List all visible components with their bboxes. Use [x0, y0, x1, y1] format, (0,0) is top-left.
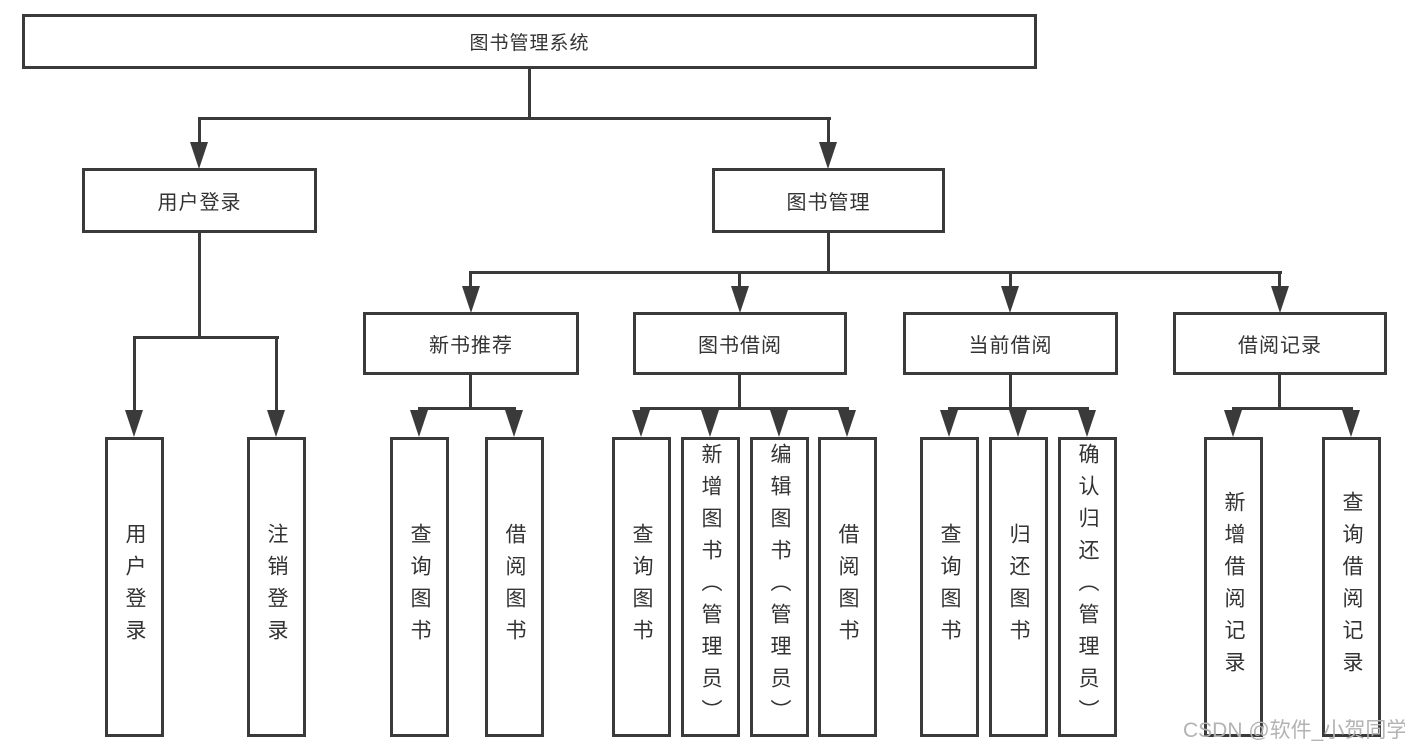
connector-records-rail: [1232, 407, 1353, 410]
arrowhead-bookmgmt-icon: [819, 142, 837, 169]
connector-level3-drop: [1009, 274, 1012, 287]
node-leaf-add-borrow-record: 新增借阅记录: [1204, 437, 1263, 737]
node-leaf-query-books-recommend-label: 查询图书: [408, 523, 431, 651]
node-leaf-edit-books-admin: 编辑图书（管理员）: [750, 437, 809, 737]
connector-leaf-drop: [275, 339, 278, 413]
node-leaf-query-books-current: 查询图书: [920, 437, 979, 737]
arrowhead-leaf-icon: [410, 410, 428, 437]
connector-level2-rail: [198, 117, 831, 120]
connector-level3-drop: [469, 274, 472, 287]
node-leaf-borrow-books-recommend: 借阅图书: [485, 437, 544, 737]
node-leaf-borrow-books: 借阅图书: [818, 437, 877, 737]
node-leaf-add-borrow-record-label: 新增借阅记录: [1222, 491, 1245, 683]
arrowhead-level3-icon: [462, 286, 480, 313]
arrowhead-level3-icon: [1001, 286, 1019, 313]
node-book-borrowing: 图书借阅: [633, 312, 847, 375]
node-borrow-records: 借阅记录: [1173, 312, 1387, 375]
arrowhead-leaf-icon: [1009, 410, 1027, 437]
connector-bookborrow-rail: [640, 407, 849, 410]
arrowhead-leaf-icon: [267, 410, 285, 437]
arrowhead-leaf-icon: [940, 410, 958, 437]
connector-bookborrow-stem: [738, 375, 741, 410]
node-current-borrowing-label: 当前借阅: [968, 335, 1053, 357]
connector-leaf-drop: [133, 339, 136, 413]
connector-newbook-stem: [469, 375, 472, 410]
connector-level3-drop: [738, 274, 741, 287]
arrowhead-leaf-icon: [1078, 410, 1096, 437]
node-leaf-add-books-admin: 新增图书（管理员）: [681, 437, 740, 737]
arrowhead-leaf-icon: [632, 410, 650, 437]
arrowhead-userlogin-icon: [190, 142, 208, 169]
node-leaf-return-books: 归还图书: [989, 437, 1048, 737]
node-library-system: 图书管理系统: [22, 14, 1037, 69]
connector-records-stem: [1278, 375, 1281, 410]
arrowhead-leaf-icon: [770, 410, 788, 437]
arrowhead-leaf-icon: [838, 410, 856, 437]
node-new-book-recommend-label: 新书推荐: [429, 335, 513, 357]
node-leaf-query-books-borrow-label: 查询图书: [630, 523, 653, 651]
connector-userlogin-rail: [133, 336, 279, 339]
connector-userlogin-drop: [198, 120, 201, 144]
node-leaf-borrow-books-recommend-label: 借阅图书: [503, 523, 526, 651]
connector-newbook-rail: [418, 407, 516, 410]
node-leaf-confirm-return-admin: 确认归还（管理员）: [1058, 437, 1117, 737]
connector-bookmgmt-drop: [827, 120, 830, 144]
node-leaf-confirm-return-admin-label: 确认归还（管理员）: [1076, 443, 1099, 731]
arrowhead-leaf-icon: [125, 410, 143, 437]
node-leaf-query-books-borrow: 查询图书: [612, 437, 671, 737]
node-borrow-records-label: 借阅记录: [1238, 335, 1322, 357]
connector-currentborrow-stem: [1009, 375, 1012, 410]
node-leaf-logout: 注销登录: [247, 437, 306, 737]
node-leaf-query-books-recommend: 查询图书: [390, 437, 449, 737]
connector-currentborrow-rail: [948, 407, 1089, 410]
node-leaf-query-books-current-label: 查询图书: [938, 523, 961, 651]
node-current-borrowing: 当前借阅: [903, 312, 1118, 375]
node-leaf-add-books-admin-label: 新增图书（管理员）: [699, 443, 722, 731]
node-book-borrowing-label: 图书借阅: [698, 335, 782, 357]
node-user-login: 用户登录: [82, 168, 317, 233]
connector-level3-rail: [469, 271, 1282, 274]
node-leaf-query-borrow-record: 查询借阅记录: [1322, 437, 1381, 737]
node-new-book-recommend: 新书推荐: [363, 312, 579, 375]
node-leaf-return-books-label: 归还图书: [1007, 523, 1030, 651]
node-leaf-edit-books-admin-label: 编辑图书（管理员）: [768, 443, 791, 731]
connector-userlogin-stem: [198, 233, 201, 337]
node-leaf-user-login: 用户登录: [105, 437, 164, 737]
csdn-watermark: CSDN @软件_小贺同学: [1183, 719, 1405, 742]
node-book-management: 图书管理: [712, 168, 945, 233]
connector-bookmgmt-stem: [827, 233, 830, 273]
arrowhead-leaf-icon: [1224, 410, 1242, 437]
connector-root-stem: [528, 69, 531, 120]
node-library-system-label: 图书管理系统: [469, 33, 590, 54]
arrowhead-leaf-icon: [701, 410, 719, 437]
node-book-management-label: 图书管理: [786, 192, 871, 214]
node-leaf-logout-label: 注销登录: [265, 523, 288, 651]
node-leaf-user-login-label: 用户登录: [123, 523, 146, 651]
arrowhead-level3-icon: [1271, 286, 1289, 313]
node-leaf-borrow-books-label: 借阅图书: [836, 523, 859, 651]
node-user-login-label: 用户登录: [157, 192, 242, 214]
arrowhead-leaf-icon: [1342, 410, 1360, 437]
arrowhead-leaf-icon: [505, 410, 523, 437]
node-leaf-query-borrow-record-label: 查询借阅记录: [1340, 491, 1363, 683]
arrowhead-level3-icon: [731, 286, 749, 313]
connector-level3-drop: [1278, 274, 1281, 287]
